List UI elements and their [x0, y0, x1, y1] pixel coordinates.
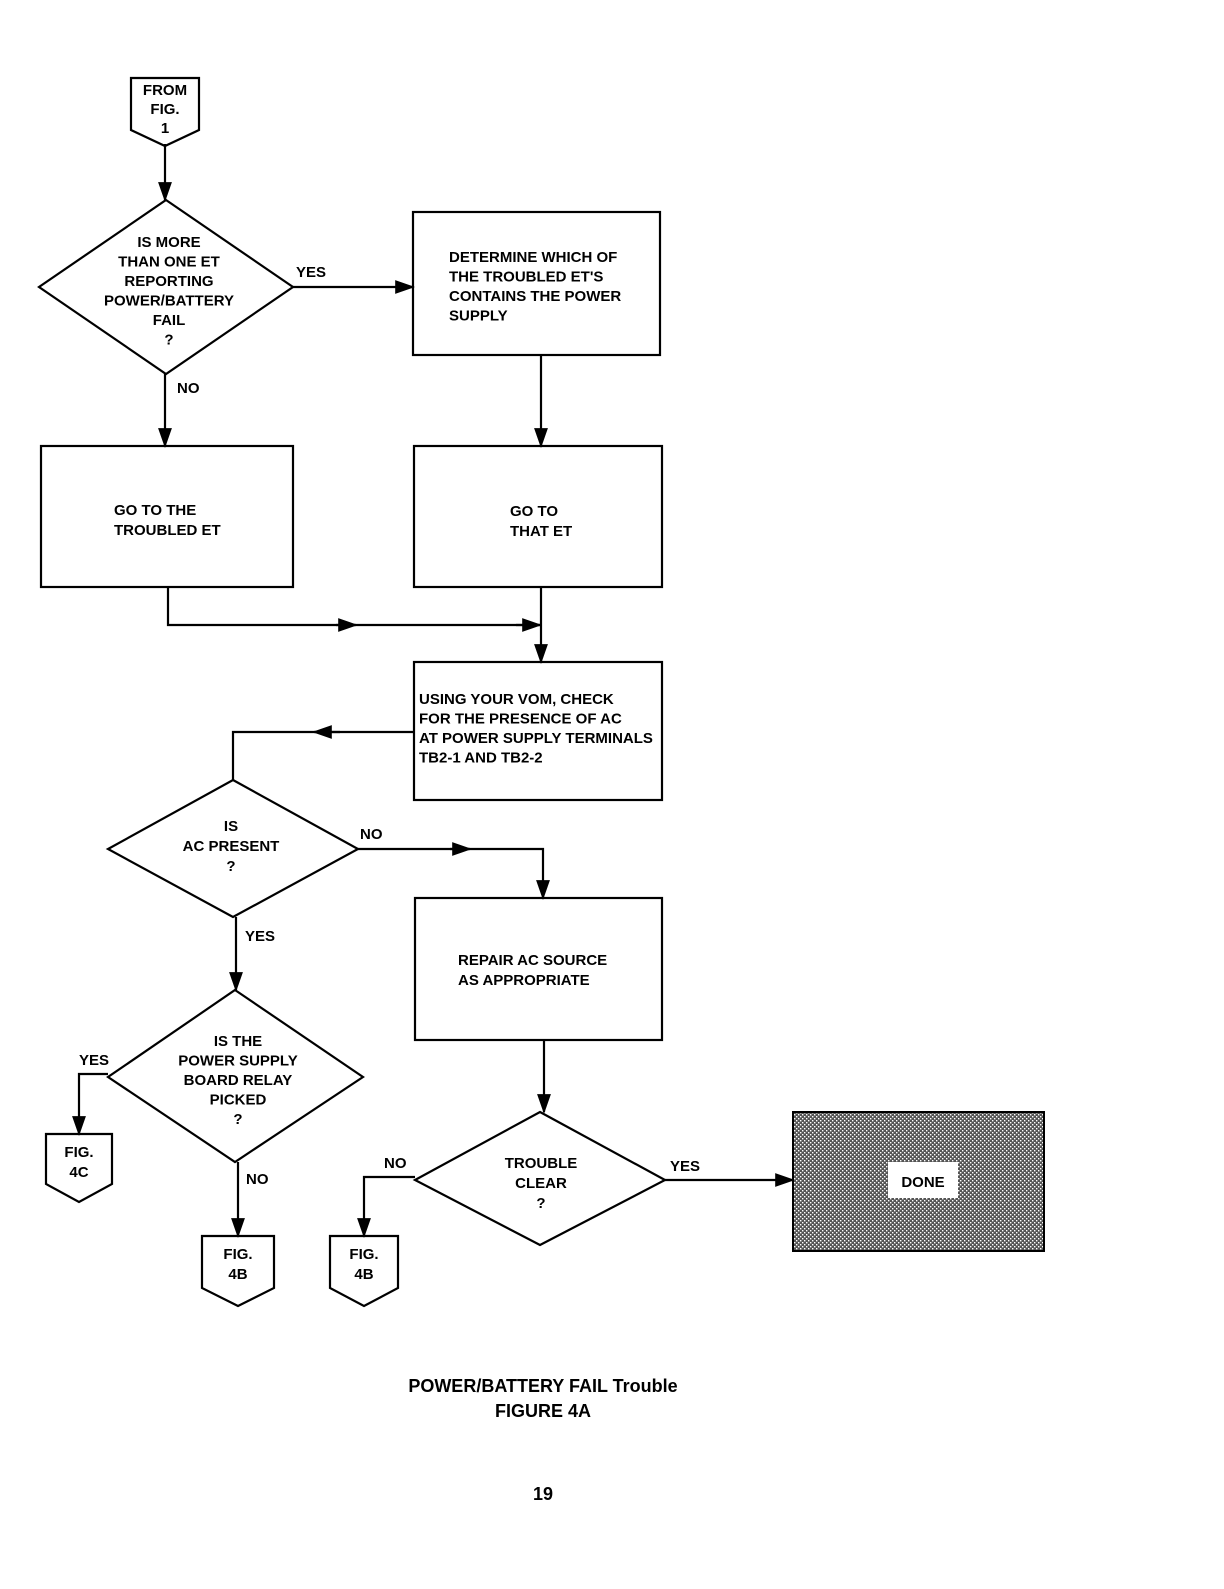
terminal-done [792, 1111, 1045, 1252]
node-line: AS APPROPRIATE [458, 972, 590, 989]
node-line: 4C [69, 1164, 88, 1181]
node-line: PICKED [210, 1092, 267, 1109]
edge-label-clear-yes: YES [670, 1158, 700, 1175]
edge-label-ac-no: NO [360, 826, 383, 843]
node-label-repair-ac: REPAIR AC SOURCE AS APPROPRIATE [458, 952, 607, 989]
node-line: 4B [228, 1266, 247, 1283]
decision-relay-picked [106, 988, 365, 1164]
edge-go-troubled-to-merge [166, 587, 541, 627]
caption-title: POWER/BATTERY FAIL Trouble [408, 1376, 678, 1396]
node-line: THAT ET [510, 523, 572, 540]
node-line: CLEAR [515, 1175, 567, 1192]
decision-more-than-one [37, 198, 295, 376]
node-line: CONTAINS THE POWER [449, 288, 621, 305]
node-line: FIG. [150, 101, 179, 118]
node-line: GO TO THE [114, 502, 196, 519]
node-line: FOR THE PRESENCE OF AC [419, 711, 622, 728]
offpage-fig4b-a [200, 1234, 276, 1308]
node-line: FIG. [223, 1246, 252, 1263]
offpage-fig4c [44, 1132, 114, 1204]
edge-label-more-no: NO [177, 380, 200, 397]
edge-relay-yes [72, 1072, 108, 1136]
node-line: FIG. [64, 1144, 93, 1161]
edge-label-clear-no: NO [384, 1155, 407, 1172]
node-line: USING YOUR VOM, CHECK [419, 691, 614, 708]
node-line: 1 [161, 120, 169, 137]
node-line: GO TO [510, 503, 558, 520]
decision-ac-present [105, 778, 361, 919]
caption-figure: FIGURE 4A [494, 1401, 591, 1421]
edge-clear-no [357, 1175, 415, 1238]
edge-label-ac-yes: YES [245, 928, 275, 945]
node-label-to-fig4b-b: FIG. 4B [349, 1246, 378, 1283]
node-line: AT POWER SUPPLY TERMINALS [419, 730, 653, 747]
node-line: FIG. [349, 1246, 378, 1263]
node-line: 4B [354, 1266, 373, 1283]
node-line: IS MORE [137, 234, 200, 251]
node-line: DETERMINE WHICH OF [449, 249, 617, 266]
figure-caption: POWER/BATTERY FAIL Trouble FIGURE 4A [300, 1374, 786, 1424]
node-label-from-fig1: FROM FIG. 1 [143, 82, 187, 137]
done-label-bg [888, 1162, 958, 1198]
process-repair-ac [413, 896, 664, 1042]
node-line: SUPPLY [449, 308, 508, 325]
node-line: FROM [143, 82, 187, 99]
offpage-from-fig1 [129, 76, 201, 148]
edge-check-to-q-ac [231, 730, 414, 780]
node-line: ? [536, 1195, 545, 1212]
node-line: THE TROUBLED ET'S [449, 269, 603, 286]
node-label-q-ac-present: IS AC PRESENT? [183, 818, 280, 875]
node-line: TROUBLED ET [114, 522, 221, 539]
node-line: TB2-1 AND TB2-2 [419, 750, 543, 767]
node-line: DONE [901, 1174, 944, 1191]
node-label-go-that-et: GO TO THAT ET [510, 503, 572, 540]
node-line: ? [226, 858, 235, 875]
node-line: REPORTING [124, 273, 213, 290]
process-check-ac [412, 660, 664, 802]
node-line: IS [224, 818, 238, 835]
decision-trouble-clear [412, 1110, 668, 1247]
node-line: IS THE [214, 1033, 262, 1050]
node-line: POWER SUPPLY [178, 1053, 297, 1070]
node-label-q-more-than-one: IS MORE THAN ONE ET REPORTING POWER/BATTERY… [104, 234, 234, 349]
node-label-done: DONE [901, 1174, 944, 1191]
edge-label-relay-yes: YES [79, 1052, 109, 1069]
edge-label-relay-no: NO [246, 1171, 269, 1188]
node-label-to-fig4b-a: FIG. 4B [223, 1246, 252, 1283]
node-line: THAN ONE ET [118, 254, 220, 271]
node-line: ? [233, 1111, 242, 1128]
process-determine-which [411, 210, 662, 357]
node-line: TROUBLE [505, 1155, 578, 1172]
page-number: 19 [532, 1484, 554, 1504]
offpage-fig4b-b [328, 1234, 400, 1308]
node-label-q-relay-picked: IS THE POWER SUPPLY BOARD RELAY PICKED? [178, 1033, 297, 1128]
node-line: POWER/BATTERY [104, 293, 234, 310]
process-go-troubled-et [39, 444, 295, 589]
node-label-determine-which: DETERMINE WHICH OF THE TROUBLED ET'S CONTA… [449, 249, 621, 325]
process-go-that-et [412, 444, 664, 589]
node-line: BOARD RELAY [184, 1072, 293, 1089]
node-line: FAIL [153, 312, 186, 329]
node-line: AC PRESENT [183, 838, 280, 855]
node-label-check-ac: USING YOUR VOM, CHECK FOR THE PRESENCE OF… [419, 691, 653, 767]
edge-q-ac-no [358, 847, 550, 900]
node-label-q-trouble-clear: TROUBLE CLEAR? [505, 1155, 578, 1212]
node-label-go-troubled-et: GO TO THE TROUBLED ET [114, 502, 221, 539]
node-label-to-fig4c: FIG. 4C [64, 1144, 93, 1181]
edge-label-more-yes: YES [296, 264, 326, 281]
node-line: REPAIR AC SOURCE [458, 952, 607, 969]
node-line: ? [164, 332, 173, 349]
